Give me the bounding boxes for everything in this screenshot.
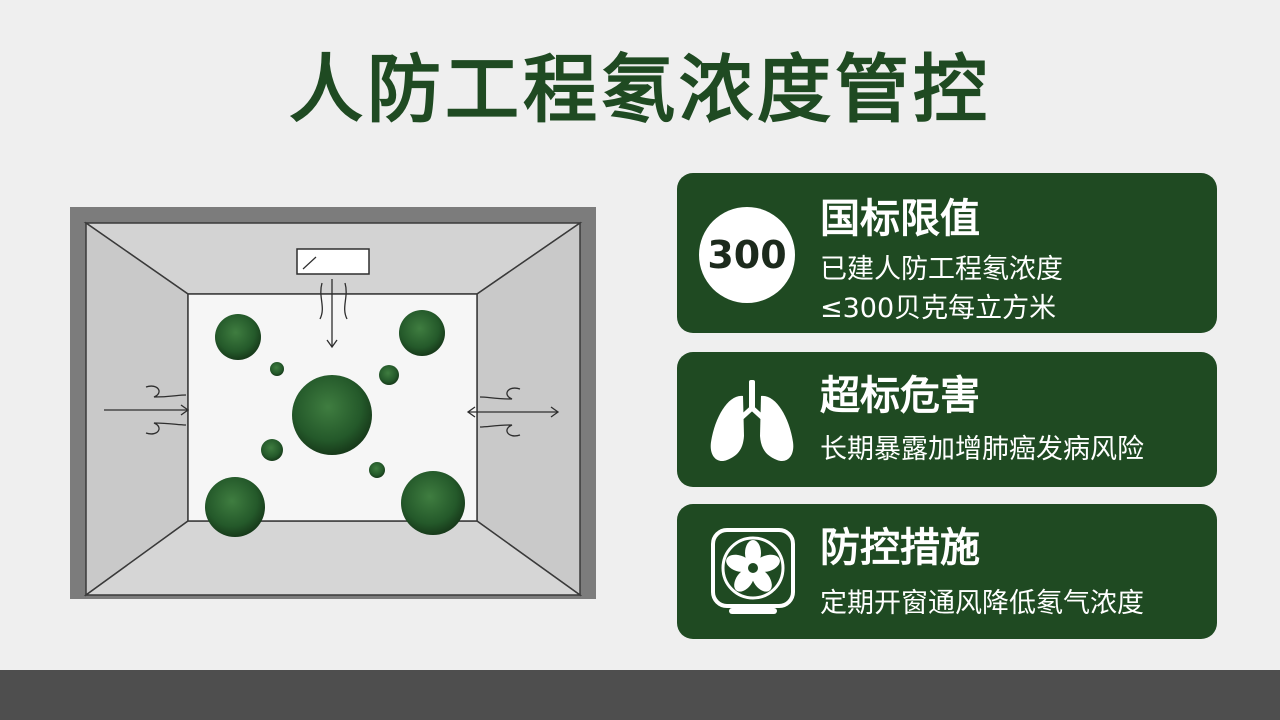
airflow-arrow-icon — [466, 387, 560, 437]
radon-particle-icon — [205, 310, 465, 537]
fan-icon — [711, 528, 795, 614]
card-exceed-hazard: 超标危害 长期暴露加增肺癌发病风险 — [677, 352, 1217, 487]
card-heading: 超标危害 — [820, 373, 980, 419]
card-text: 已建人防工程氡浓度 — [820, 254, 1063, 285]
card-text: 长期暴露加增肺癌发病风险 — [820, 434, 1144, 465]
limit-value-badge: 300 — [699, 207, 795, 303]
card-control-measures: 防控措施 定期开窗通风降低氡气浓度 — [677, 504, 1217, 639]
card-national-limit: 300 国标限值 已建人防工程氡浓度 ≤300贝克每立方米 — [677, 173, 1217, 333]
page-title: 人防工程氡浓度管控 — [289, 47, 991, 133]
room-radon-diagram — [70, 207, 596, 599]
bottom-bar — [0, 670, 1280, 720]
lungs-icon — [710, 380, 794, 462]
airflow-arrow-icon — [319, 279, 348, 349]
card-text: 定期开窗通风降低氡气浓度 — [820, 588, 1144, 619]
ceiling-vent-icon — [296, 248, 370, 275]
card-text: ≤300贝克每立方米 — [820, 293, 1057, 324]
card-heading: 国标限值 — [820, 196, 980, 242]
airflow-arrow-icon — [104, 385, 190, 435]
card-heading: 防控措施 — [820, 525, 980, 571]
